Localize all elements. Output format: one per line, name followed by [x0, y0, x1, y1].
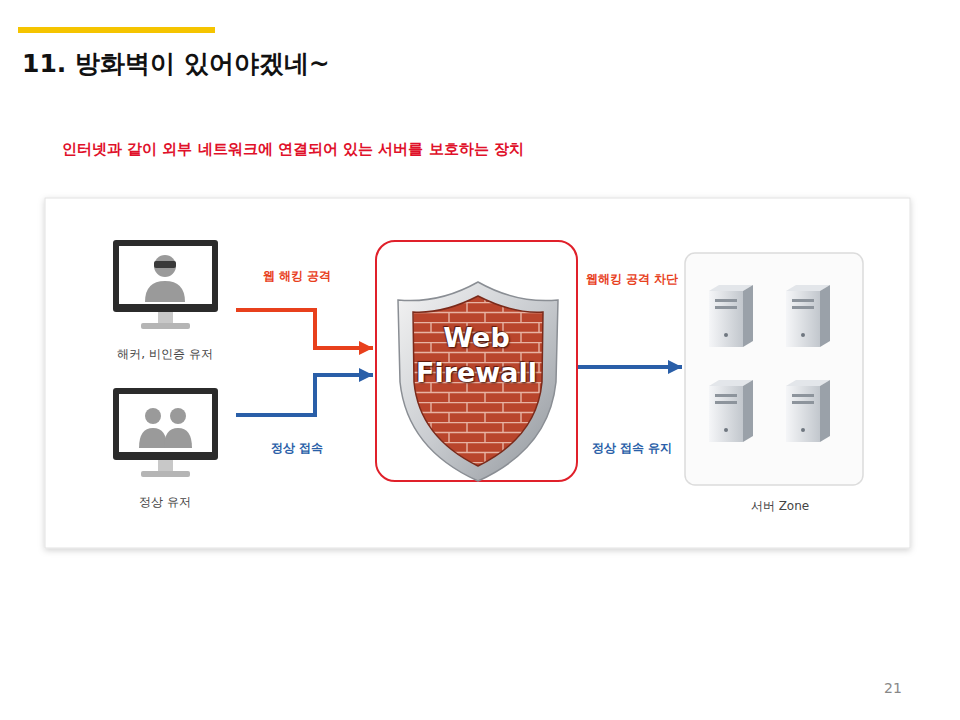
- arrow-connector: [236, 310, 373, 348]
- subtitle: 인터넷과 같이 외부 네트워크에 연결되어 있는 서버를 보호하는 장치: [62, 140, 524, 159]
- page-number: 21: [884, 680, 902, 696]
- arrow-connector: [578, 365, 682, 369]
- shield-label: Web Firewall: [416, 320, 537, 390]
- monitor-icon: [113, 240, 218, 332]
- arrow-caption: 웹 해킹 공격: [261, 268, 333, 285]
- arrow-caption: 정상 접속: [269, 440, 325, 457]
- web-firewall-shield: Web Firewall: [375, 240, 578, 482]
- arrow-connector: [236, 375, 373, 415]
- hacker-terminal: 해커, 비인증 유저: [94, 240, 236, 375]
- node-caption: 정상 유저: [94, 494, 236, 511]
- arrow-caption: 웹해킹 공격 차단: [586, 271, 678, 288]
- node-caption: 서버 Zone: [684, 498, 876, 515]
- server-zone: 서버 Zone: [684, 252, 876, 524]
- slide-title: 11. 방화벽이 있어야겠네~: [22, 47, 330, 80]
- arrow-caption: 정상 접속 유지: [590, 440, 674, 457]
- accent-bar: [18, 27, 215, 33]
- node-caption: 해커, 비인증 유저: [94, 346, 236, 363]
- diagram-panel: [45, 198, 910, 548]
- monitor-icon: [113, 388, 218, 480]
- server-zone-illustration: [684, 252, 864, 524]
- user-terminal: 정상 유저: [94, 388, 236, 515]
